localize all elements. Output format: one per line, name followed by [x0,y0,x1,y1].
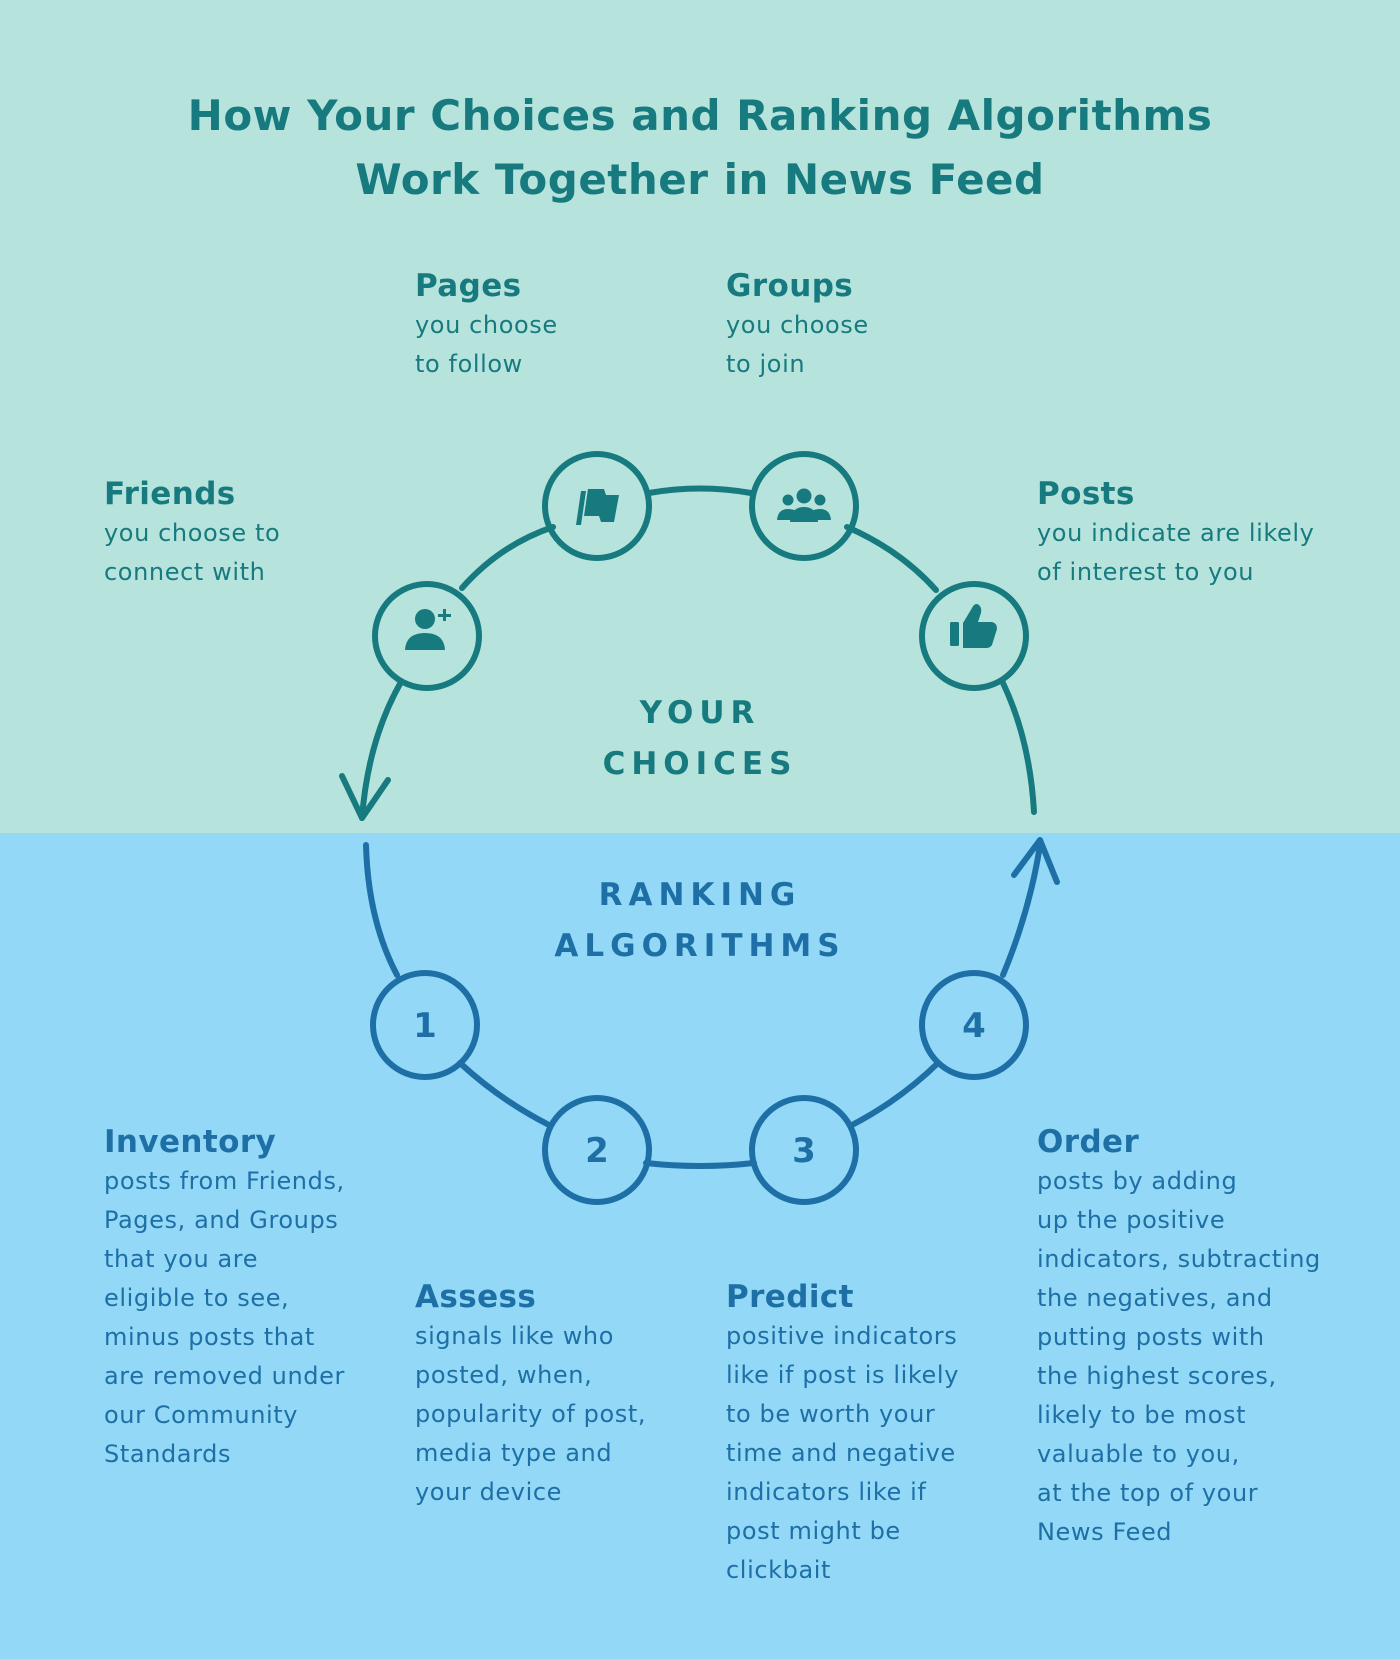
friends-body: you choose to connect with [104,519,281,586]
arrow-down-head [339,773,391,821]
predict-heading: Predict [726,1279,854,1315]
step-4-circle [919,970,1029,1080]
inventory-block: Inventory posts from Friends, Pages, and… [104,1120,345,1474]
friends-heading: Friends [104,476,236,512]
groups-circle [749,451,859,561]
step-2-circle [542,1095,652,1205]
posts-block: Posts you indicate are likely of interes… [1037,472,1314,592]
inventory-body: posts from Friends, Pages, and Groups th… [104,1167,345,1468]
group-icon [777,488,831,522]
order-body: posts by adding up the positive indicato… [1037,1167,1321,1546]
predict-body: positive indicators like if post is like… [726,1322,959,1584]
connector-up-step1 [363,842,400,978]
your-choices-label: YOUR CHOICES [450,688,950,790]
connector-groups-posts [844,524,939,593]
predict-block: Predict positive indicators like if post… [726,1275,959,1590]
connector-step2-step3 [643,1160,757,1169]
groups-body: you choose to join [726,311,869,378]
ranking-line-1: RANKING [598,877,802,913]
assess-body: signals like who posted, when, popularit… [415,1322,647,1506]
friends-circle [372,581,482,691]
connector-step3-step4 [849,1060,941,1128]
pages-circle [542,451,652,561]
step-2-number: 2 [585,1131,609,1171]
arrow-up-head [1011,837,1060,885]
thumbs-up-icon [950,604,997,648]
posts-circle [919,581,1029,691]
step-4-number: 4 [962,1006,986,1046]
connector-posts-down [1000,680,1037,815]
step-1-circle [370,970,480,1080]
posts-heading: Posts [1037,476,1135,512]
add-friend-icon [405,609,451,650]
pages-block: Pages you choose to follow [415,264,558,384]
your-choices-background [0,0,1400,833]
connector-pages-groups [646,485,754,496]
flag-icon [576,489,619,525]
assess-heading: Assess [415,1279,537,1315]
your-choices-line-2: CHOICES [602,746,798,782]
step-3-circle [749,1095,859,1205]
connector-friends-down [359,679,404,821]
ranking-line-2: ALGORITHMS [554,928,846,964]
order-block: Order posts by adding up the positive in… [1037,1120,1321,1552]
ranking-algorithms-label: RANKING ALGORITHMS [450,870,950,972]
friends-block: Friends you choose to connect with [104,472,280,592]
ranking-algorithms-background [0,833,1400,1659]
groups-block: Groups you choose to join [726,264,869,384]
connector-step4-up [1000,842,1043,978]
order-heading: Order [1037,1124,1140,1160]
connector-friends-pages [459,524,556,591]
posts-body: you indicate are likely of interest to y… [1037,519,1315,586]
pages-heading: Pages [415,268,522,304]
inventory-heading: Inventory [104,1124,277,1160]
connector-step1-step2 [457,1060,552,1128]
step-1-number: 1 [413,1006,437,1046]
title-line-1: How Your Choices and Ranking Algorithms [187,91,1213,140]
pages-body: you choose to follow [415,311,558,378]
groups-heading: Groups [726,268,854,304]
page-title: How Your Choices and Ranking Algorithms … [0,84,1400,212]
step-3-number: 3 [792,1131,816,1171]
assess-block: Assess signals like who posted, when, po… [415,1275,646,1512]
your-choices-line-1: YOUR [639,695,761,731]
title-line-2: Work Together in News Feed [355,155,1045,204]
